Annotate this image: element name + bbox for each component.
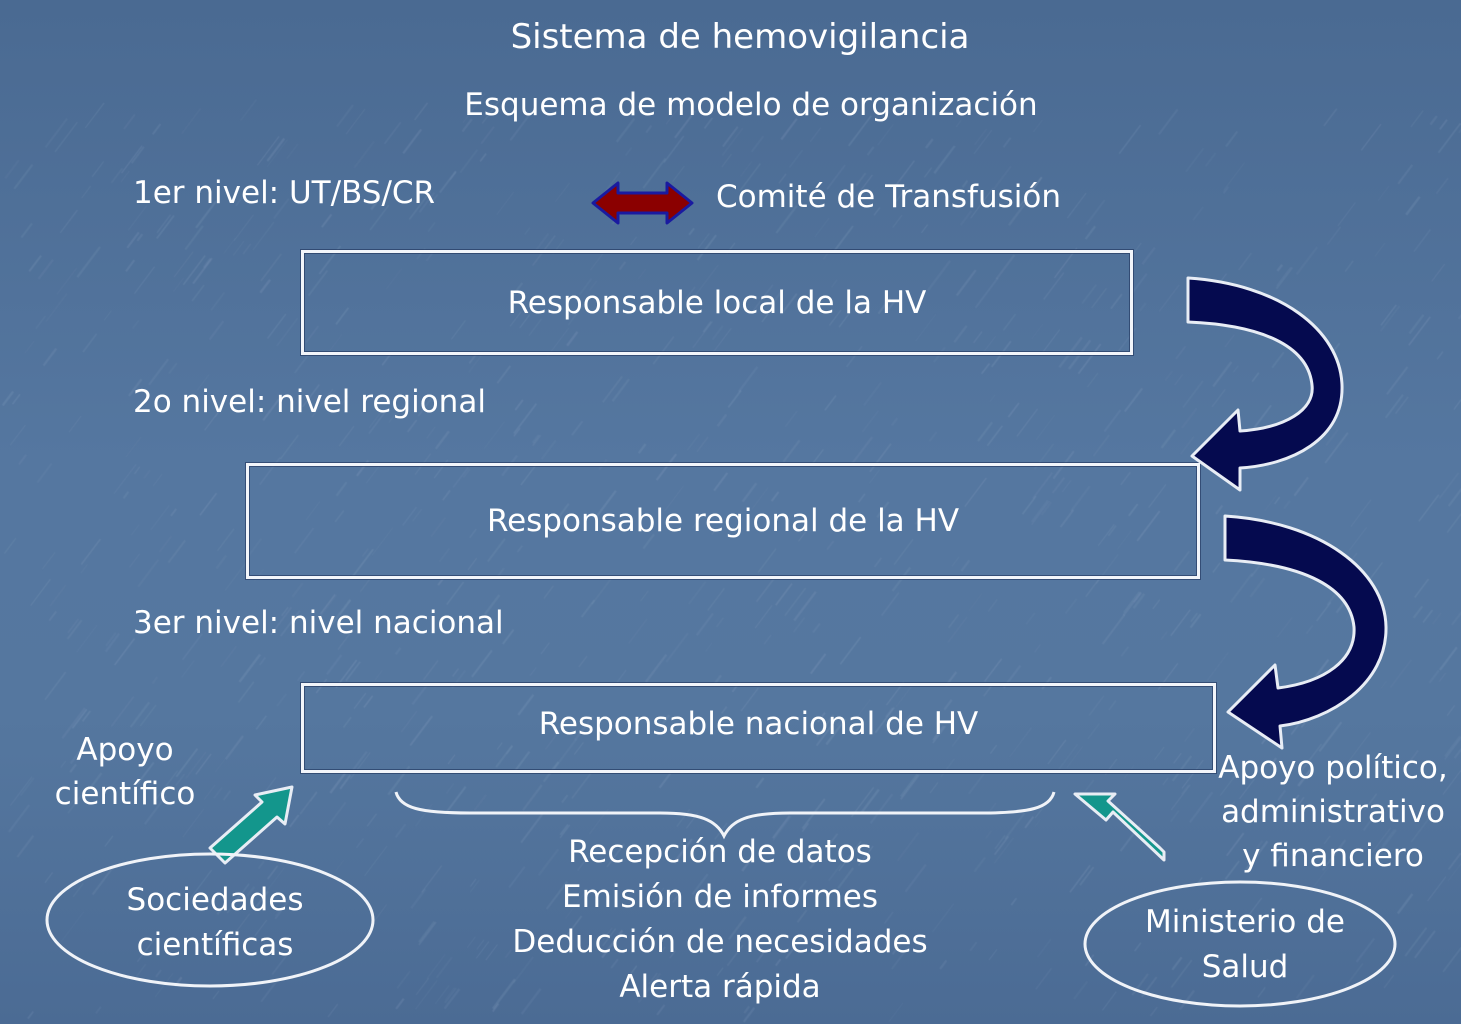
regional-responsible-label: Responsable regional de la HV: [486, 503, 960, 539]
support-arrow-icon: [208, 785, 294, 865]
level-1-label: 1er nivel: UT/BS/CR: [133, 175, 436, 211]
local-responsible-box: Responsable local de la HV: [301, 250, 1133, 355]
regional-responsible-box: Responsable regional de la HV: [246, 463, 1200, 579]
committee-label: Comité de Transfusión: [716, 179, 1061, 215]
scientific-societies-oval: [45, 852, 375, 988]
brace: [394, 791, 1056, 840]
local-responsible-label: Responsable local de la HV: [507, 284, 927, 321]
curved-arrow-icon: [1186, 276, 1344, 492]
national-responsible-box: Responsable nacional de HV: [301, 683, 1216, 773]
scientific-support-label: Apoyo científico: [54, 732, 196, 812]
health-ministry-label: Ministerio de Salud: [1145, 904, 1345, 985]
slide-title: Sistema de hemovigilancia: [510, 17, 970, 57]
national-responsible-label: Responsable nacional de HV: [538, 706, 979, 742]
function-item: Recepción de datos: [568, 834, 872, 870]
support-arrow-icon: [1073, 792, 1166, 862]
political-support-label: Apoyo político, administrativo y financi…: [1218, 750, 1448, 874]
curved-arrow-icon: [1223, 514, 1388, 750]
level-3-label: 3er nivel: nivel nacional: [133, 605, 504, 641]
health-ministry-oval: [1083, 880, 1397, 1008]
function-item: Alerta rápida: [619, 969, 821, 1005]
double-arrow-icon: [591, 181, 694, 225]
function-item: Deducción de necesidades: [512, 924, 928, 960]
scientific-societies-label: Sociedades científicas: [126, 882, 304, 963]
function-item: Emisión de informes: [562, 879, 878, 915]
slide-subtitle: Esquema de modelo de organización: [464, 87, 1038, 123]
national-functions-list: Recepción de datos Emisión de informes D…: [470, 830, 970, 1010]
level-2-label: 2o nivel: nivel regional: [133, 384, 486, 420]
